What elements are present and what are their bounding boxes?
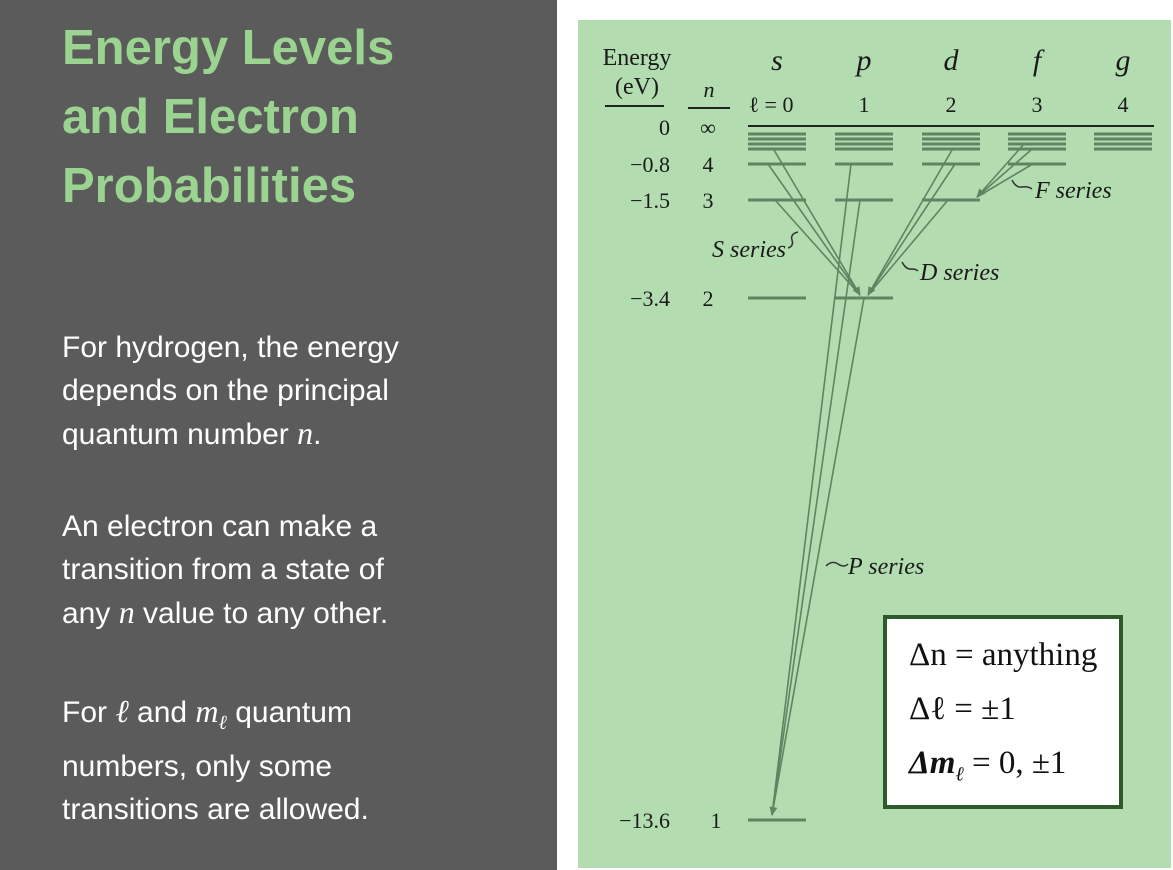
variable-n: n	[118, 594, 135, 630]
orbital-letter-g: g	[1116, 44, 1131, 77]
text: value to any other.	[134, 597, 389, 630]
p-series-label: P series	[847, 554, 924, 580]
d-series-transition	[867, 149, 953, 296]
text-line: For ℓ and mℓ quantum	[62, 690, 369, 745]
subscript-l: ℓ	[218, 712, 227, 734]
text: Δm	[909, 745, 956, 781]
l-value: ℓ = 0	[749, 92, 794, 117]
p-series-transition	[771, 163, 852, 816]
f-series-label: F series	[1034, 178, 1112, 204]
text: For	[62, 696, 116, 729]
energy-value: 0	[659, 115, 670, 140]
energy-value: −13.6	[619, 808, 670, 833]
orbital-letter-d: d	[944, 44, 960, 77]
text: quantum number	[62, 418, 298, 451]
p-series-transition	[771, 199, 861, 816]
label: S series	[712, 237, 786, 263]
energy-value: −1.5	[630, 188, 670, 213]
subscript: ℓ	[955, 763, 964, 786]
p-series-transition	[769, 297, 865, 816]
d-series-transition	[867, 199, 949, 296]
slide-title: Energy Levels and Electron Probabilities	[62, 14, 394, 221]
n-value: 3	[703, 188, 714, 213]
n-value: ∞	[700, 115, 716, 140]
n-value: 1	[711, 808, 722, 833]
f-series-transition	[976, 149, 1032, 198]
text-line: any n value to any other.	[62, 591, 388, 635]
energy-value: −3.4	[630, 286, 670, 311]
variable-n: n	[297, 415, 314, 451]
l-value: 4	[1118, 92, 1129, 117]
s-series-transition	[773, 149, 861, 296]
energy-header: Energy	[603, 45, 672, 71]
paragraph-transition: An electron can make a transition from a…	[62, 505, 388, 635]
selection-rules-box: Δn = anything Δℓ = ±1 Δmℓ = 0, ±1	[883, 615, 1123, 809]
n-value: 2	[703, 286, 714, 311]
label-brackets	[787, 179, 1033, 567]
text-line: transition from a state of	[62, 553, 384, 586]
d-series-label: D series	[919, 260, 999, 286]
text: quantum	[226, 696, 352, 729]
title-line: and Electron	[62, 90, 359, 144]
rule-delta-l: Δℓ = ±1	[909, 691, 1016, 727]
paragraph-selection-rules: For ℓ and mℓ quantum numbers, only some …	[62, 690, 369, 831]
variable-m: m	[195, 693, 219, 729]
d-bracket	[901, 261, 919, 272]
text-line: depends on the principal	[62, 374, 389, 407]
title-line: Probabilities	[62, 159, 357, 213]
left-panel: Energy Levels and Electron Probabilities…	[0, 0, 557, 870]
text: .	[313, 418, 322, 451]
s-bracket	[787, 231, 799, 249]
s-series-transition	[774, 199, 861, 296]
energy-value: −0.8	[630, 152, 670, 177]
text-line: numbers, only some	[62, 750, 333, 783]
l-value: 1	[859, 92, 870, 117]
text: any	[62, 597, 119, 630]
f-series-transition	[976, 164, 1032, 198]
text-line: An electron can make a	[62, 510, 378, 543]
rule-delta-n: Δn = anything	[909, 637, 1098, 673]
rule-delta-ml: Δmℓ = 0, ±1	[909, 745, 1066, 787]
paragraph-hydrogen: For hydrogen, the energy depends on the …	[62, 326, 399, 456]
l-value: 2	[946, 92, 957, 117]
s-series-label: S series	[712, 237, 786, 263]
text-line: quantum number n.	[62, 412, 399, 456]
p-bracket	[825, 561, 849, 567]
variable-l: ℓ	[115, 693, 129, 729]
text: = 0, ±1	[963, 745, 1067, 781]
energy-unit: (eV)	[615, 74, 659, 100]
text-line: For hydrogen, the energy	[62, 331, 399, 364]
n-header: n	[704, 77, 715, 102]
title-line: Energy Levels	[62, 21, 395, 75]
l-value: 3	[1032, 92, 1043, 117]
n-value: 4	[703, 152, 714, 177]
orbital-letter-p: p	[855, 44, 872, 77]
text: and	[128, 696, 196, 729]
orbital-letter-s: s	[771, 44, 783, 77]
text-line: transitions are allowed.	[62, 793, 369, 826]
orbital-letter-f: f	[1033, 44, 1045, 77]
s-series-transition	[767, 163, 861, 296]
f-bracket	[1011, 179, 1033, 190]
d-series-transition	[867, 163, 956, 296]
f-series-transition	[976, 143, 1025, 198]
